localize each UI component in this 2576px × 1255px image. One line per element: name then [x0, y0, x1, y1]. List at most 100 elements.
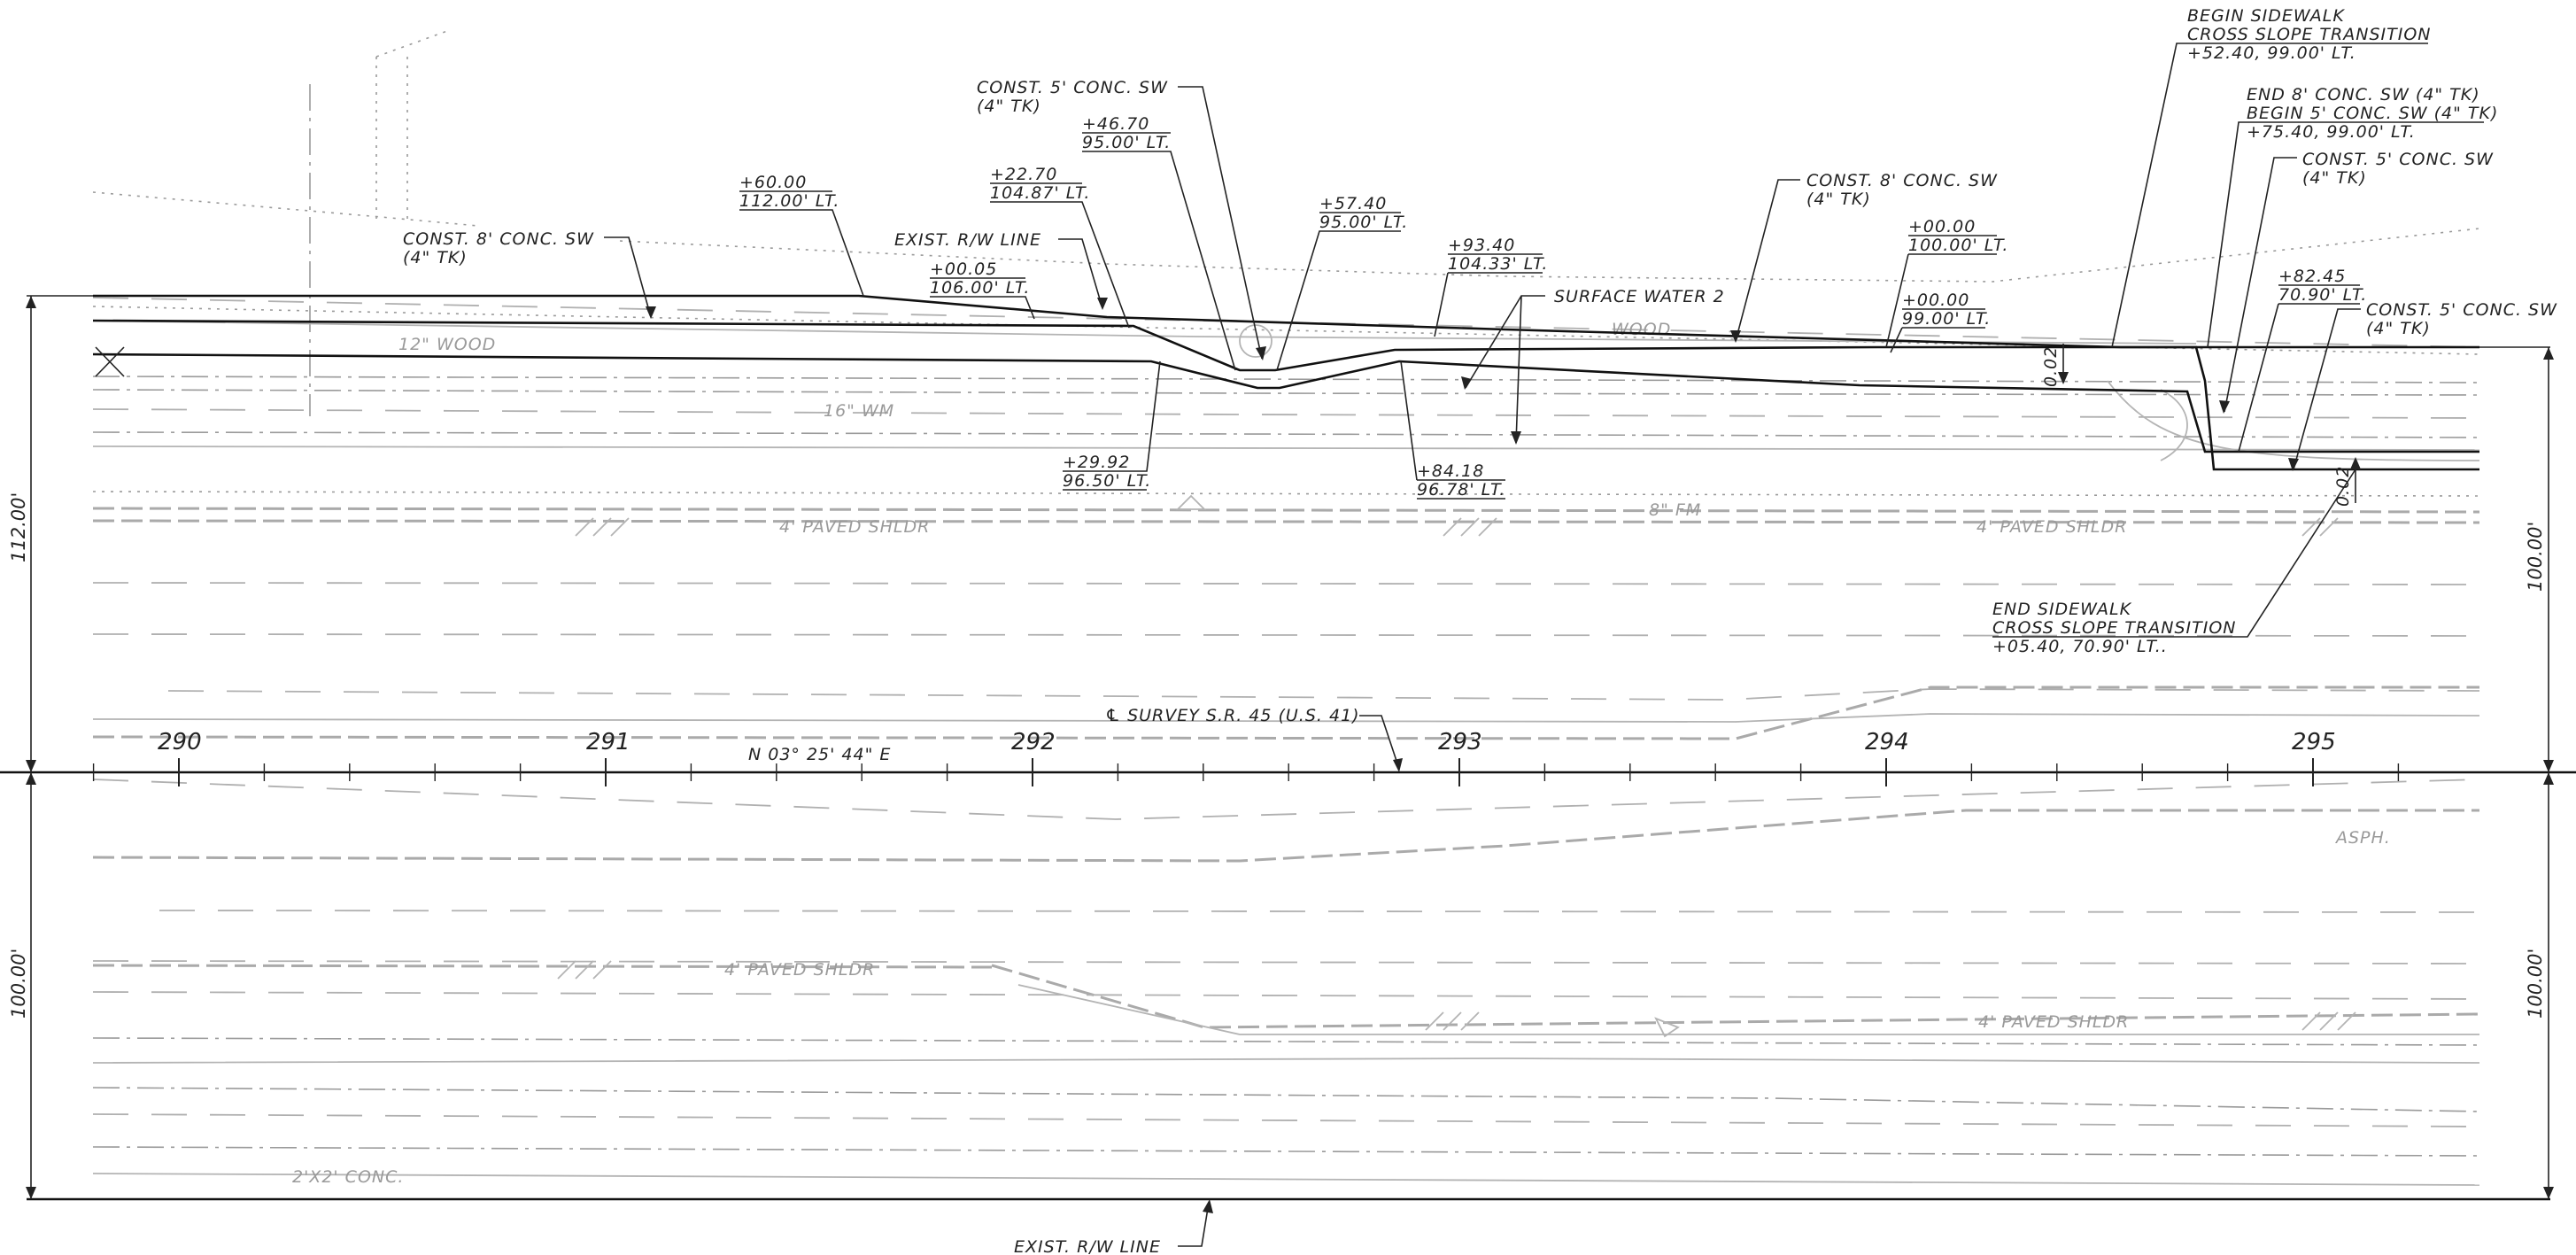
- station-ticks: [92, 758, 2400, 786]
- paved-shoulder-label-1: 4' PAVED SHLDR: [779, 517, 930, 537]
- leader-offset-2: [930, 277, 1035, 320]
- leader-offset-1: [739, 190, 864, 297]
- existing-wm-line: [92, 389, 2480, 396]
- existing-lower-edge-2: [92, 1057, 2480, 1064]
- existing-lower-shldr-b: [991, 964, 2480, 1029]
- existing-taper-edge-2: [92, 713, 2480, 723]
- proposed-sidewalk-front-edge: [92, 352, 2479, 453]
- paved-shoulder-label-4: 4' PAVED SHLDR: [1978, 1012, 2129, 1032]
- offset-9-offset: 100.00' LT.: [1908, 236, 2008, 255]
- existing-curve-mark: [2160, 389, 2188, 461]
- offset-2-offset: 106.00' LT.: [930, 278, 1030, 298]
- survey-centerline-arrow: [1393, 758, 1403, 772]
- leader-offset-5: [1276, 212, 1401, 371]
- existing-edge-1: [92, 408, 2480, 419]
- existing-lower-shldr-a: [92, 964, 993, 969]
- offset-7-offset: 104.33' LT.: [1448, 254, 1548, 274]
- water-main-label: 16" WM: [824, 401, 894, 421]
- leader-offset-11: [2238, 284, 2360, 453]
- paved-shoulder-label-3: 4' PAVED SHLDR: [724, 960, 875, 980]
- leader-offset-9: [1885, 235, 1997, 348]
- callout-end-sw-line3: +05.40, 70.90' LT..: [1992, 637, 2168, 656]
- existing-lower-stripe-2: [92, 960, 2480, 964]
- offset-6-offset: 96.50' LT.: [1063, 471, 1151, 491]
- callout-exist-rw-top: EXIST. R/W LINE: [894, 230, 1041, 250]
- existing-bt-line-5: [619, 228, 2480, 283]
- arrow-const-5-sw-c: [2288, 458, 2299, 471]
- leader-end8: [2207, 121, 2484, 348]
- existing-wood-fence: [92, 320, 2197, 345]
- existing-shldr-hatch-4: [557, 960, 612, 980]
- existing-bt-line-1: [92, 191, 479, 227]
- existing-drive-curve: [2107, 380, 2480, 461]
- arrow-surface-water: [1461, 376, 1521, 445]
- leader-exist-rw-top: [1058, 238, 1103, 309]
- leader-const-5-sw-a: [1178, 86, 1263, 360]
- offset-8-station: +84.18: [1417, 461, 1484, 481]
- baseline-bearing: N 03° 25' 44" E: [748, 745, 891, 764]
- existing-features: 12" WOOD WOOD 16" WM 8" FM 4' PAVED SHLD…: [92, 30, 2480, 1200]
- offset-1-station: +60.00: [739, 173, 807, 192]
- station-label-290: 290: [158, 729, 202, 755]
- existing-lane-stripe-3: [167, 688, 2480, 701]
- dim-right-lower: 100.00': [2525, 949, 2546, 1019]
- callout-exist-rw-bottom: EXIST. R/W LINE: [1014, 1237, 1161, 1255]
- existing-oe-line: [92, 376, 2480, 383]
- station-labels: 290 291 292 293 294 295: [158, 729, 2336, 755]
- existing-lower-stripe-4: [92, 1113, 2480, 1127]
- leader-const-5-sw-b: [2224, 157, 2297, 413]
- arrow-const-5-sw-b: [2219, 400, 2230, 414]
- paved-shoulder-label-2: 4' PAVED SHLDR: [1976, 517, 2127, 537]
- leader-offset-10: [1890, 308, 1985, 353]
- leader-begin-sw: [2111, 43, 2428, 348]
- callout-end-sw-line2: CROSS SLOPE TRANSITION: [1992, 618, 2237, 638]
- leader-surface-water: [1465, 295, 1545, 444]
- leader-offset-6: [1063, 360, 1161, 491]
- leader-const-8-sw-right: [1735, 179, 1800, 342]
- existing-lower-edge-1: [92, 809, 2479, 863]
- leader-const-8-sw-left: [604, 236, 652, 318]
- slope-a-text: 0.02: [2041, 346, 2061, 387]
- slope-callouts: 0.02 0.02: [2041, 344, 2361, 507]
- offset-8-offset: 96.78' LT.: [1417, 480, 1505, 500]
- slope-a-arrow: [2058, 372, 2069, 384]
- leader-exist-rw-bottom: [1178, 1202, 1210, 1247]
- proposed-features: [0, 294, 2576, 1201]
- callout-const-8-sw-left-line2: (4" TK): [403, 248, 468, 267]
- callout-const-5-sw-c-line2: (4" TK): [2366, 319, 2431, 338]
- arrow-exist-rw-bottom: [1203, 1199, 1213, 1213]
- callout-begin-sw-line1: BEGIN SIDEWALK: [2187, 6, 2345, 26]
- station-label-295: 295: [2292, 729, 2336, 755]
- asphalt-label: ASPH.: [2334, 828, 2391, 848]
- offset-10-station: +00.00: [1902, 291, 1969, 310]
- callout-const-8-sw-right-line1: CONST. 8' CONC. SW: [1806, 171, 1998, 190]
- callout-const-5-sw-b-line2: (4" TK): [2302, 168, 2367, 188]
- offset-5-station: +57.40: [1319, 194, 1387, 213]
- existing-lane-stripe-2: [92, 633, 2480, 637]
- offset-2-station: +00.05: [930, 260, 997, 279]
- arrow-const-8-sw-right: [1730, 330, 1741, 343]
- existing-lower-util-1: [92, 1037, 2480, 1046]
- existing-shldr-hatch-3: [2301, 517, 2339, 537]
- callout-begin-sw-line3: +52.40, 99.00' LT.: [2187, 43, 2356, 63]
- offset-7-station: +93.40: [1448, 236, 1515, 255]
- survey-centerline-label: ℄ SURVEY S.R. 45 (U.S. 41): [1105, 706, 1360, 725]
- offset-11-station: +82.45: [2278, 267, 2346, 286]
- callout-const-5-sw-a-line1: CONST. 5' CONC. SW: [977, 78, 1168, 97]
- leader-offset-8: [1400, 360, 1505, 500]
- callout-const-5-sw-b-line1: CONST. 5' CONC. SW: [2302, 150, 2494, 169]
- existing-gas-line: [92, 431, 2480, 438]
- offset-11-offset: 70.90' LT.: [2278, 285, 2367, 305]
- offset-3-station: +22.70: [990, 165, 1057, 184]
- existing-lower-util-3: [92, 1146, 2480, 1157]
- existing-s-line: [92, 491, 2480, 497]
- offset-1-offset: 112.00' LT.: [739, 191, 839, 211]
- leader-offset-7: [1434, 253, 1543, 337]
- existing-bt-line-2: [375, 30, 448, 58]
- dimension-lines: 112.00' 100.00' 100.00' 100.00': [8, 296, 2554, 1199]
- leader-end-sw: [1992, 469, 2356, 638]
- existing-lower-line-1: [92, 779, 2480, 820]
- dim-right-upper: 100.00': [2525, 522, 2546, 592]
- callout-end-sw-line1: END SIDEWALK: [1992, 600, 2132, 619]
